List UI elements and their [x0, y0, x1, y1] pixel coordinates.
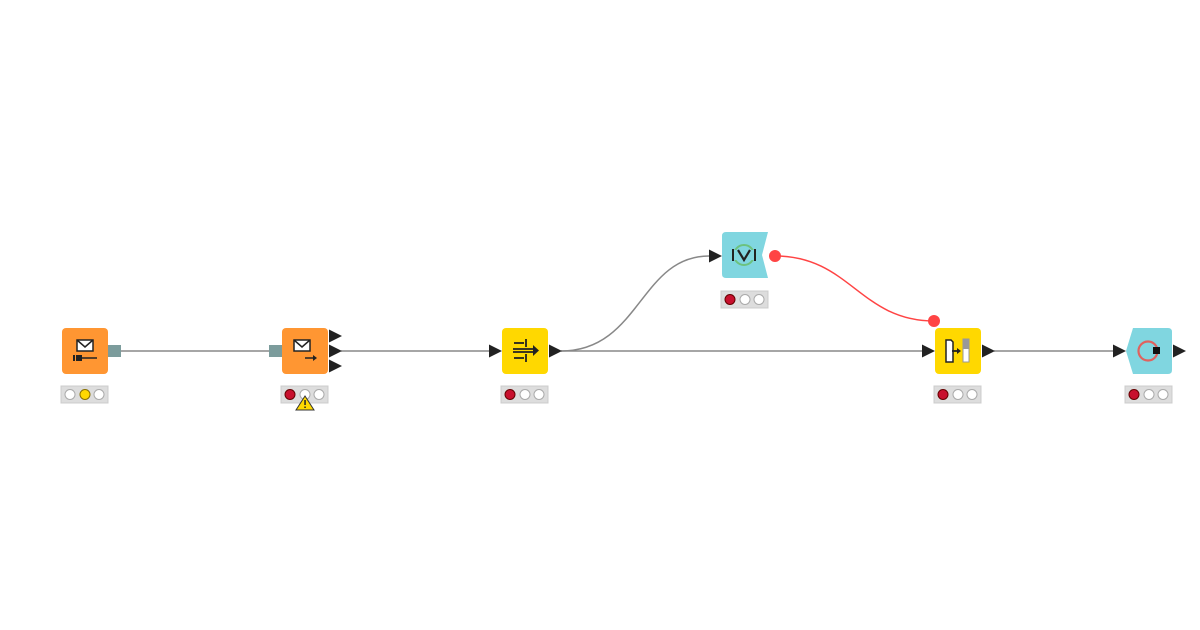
email-read-icon	[293, 339, 317, 361]
warning-icon[interactable]	[295, 395, 315, 411]
node-loop-end[interactable]	[1113, 328, 1186, 404]
in-port[interactable]	[489, 344, 502, 358]
in-port[interactable]	[922, 344, 935, 358]
variable-connection-4-5[interactable]	[774, 255, 935, 322]
status-traffic-light	[60, 385, 109, 404]
variable-in-port[interactable]	[928, 315, 940, 327]
connection-3-4[interactable]	[560, 255, 710, 352]
mail-out-port[interactable]	[108, 345, 121, 357]
in-port[interactable]	[1113, 344, 1126, 358]
node-email-connector[interactable]	[60, 328, 121, 404]
loop-end-icon	[1137, 340, 1160, 362]
email-icon	[73, 339, 97, 361]
out-port-1[interactable]	[329, 329, 342, 343]
out-port[interactable]	[549, 344, 562, 358]
table-transform-icon	[945, 338, 970, 363]
status-traffic-light	[720, 290, 769, 309]
node-concatenate[interactable]	[489, 328, 562, 404]
mail-in-port[interactable]	[269, 345, 282, 357]
out-port-2[interactable]	[329, 344, 342, 358]
concatenate-icon	[513, 339, 539, 362]
out-port-3[interactable]	[329, 359, 342, 373]
node-variable-loop-start[interactable]	[709, 232, 781, 309]
node-table-transformer[interactable]	[922, 315, 995, 404]
loop-variable-icon	[732, 244, 756, 266]
out-port[interactable]	[982, 344, 995, 358]
variable-out-port[interactable]	[769, 250, 781, 262]
status-traffic-light	[500, 385, 549, 404]
status-traffic-light	[280, 385, 329, 404]
node-email-reader[interactable]	[269, 328, 342, 411]
status-traffic-light	[933, 385, 982, 404]
status-traffic-light	[1124, 385, 1173, 404]
in-port[interactable]	[709, 249, 722, 263]
out-port[interactable]	[1173, 344, 1186, 358]
